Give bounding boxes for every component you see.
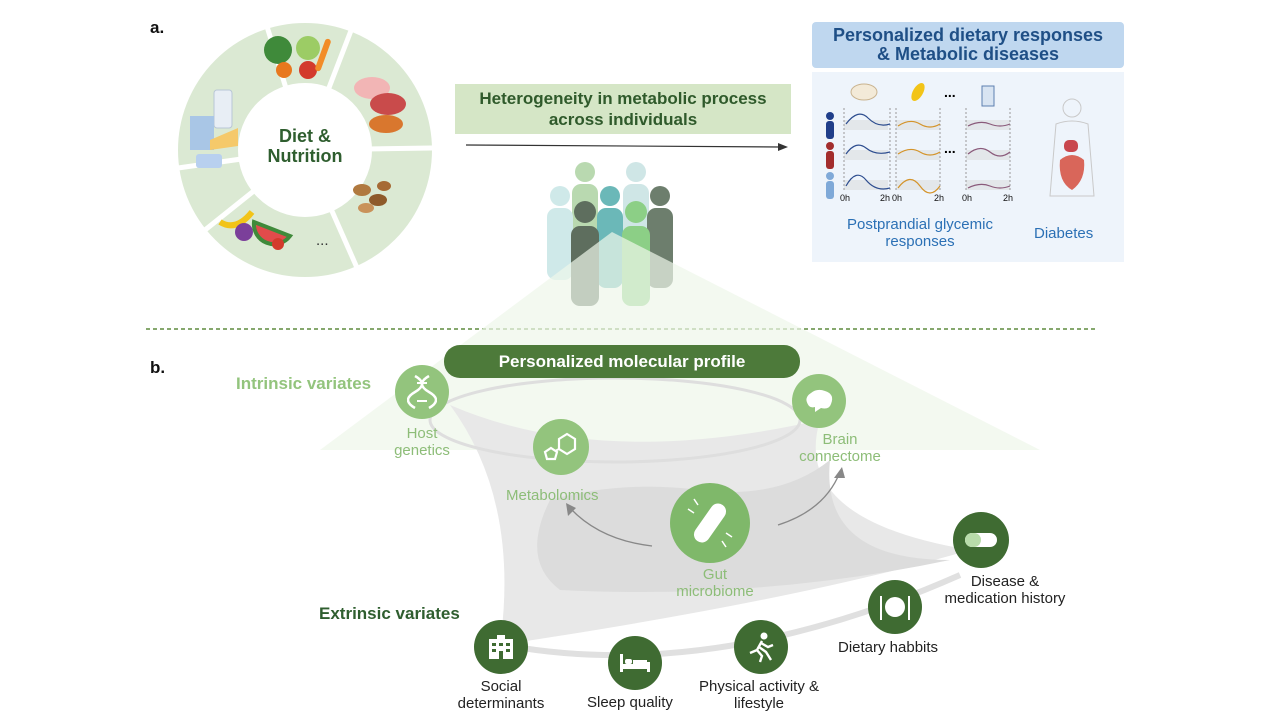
plate-icon: [868, 580, 922, 634]
diet-nutrition-title: Diet & Nutrition: [245, 126, 365, 166]
glycemic-curves: [843, 82, 1011, 194]
disease-medication-label: Disease & medication history: [930, 573, 1080, 607]
disease-line1: Disease &: [970, 573, 1040, 590]
host-line2: genetics: [394, 442, 450, 459]
social-line1: Social: [480, 678, 522, 695]
body-organ-icon: [1049, 98, 1095, 197]
panel-a-label: a.: [150, 18, 165, 37]
axis-0h-3: 0h: [962, 193, 973, 203]
fruits-icon: [218, 210, 294, 250]
host-genetics-label: Host genetics: [372, 425, 472, 459]
dairy-icon: [190, 89, 238, 168]
gut-line2: microbiome: [676, 583, 754, 600]
heterogeneity-line1: Heterogeneity in metabolic process: [479, 89, 767, 108]
brain-line1: Brain: [822, 431, 858, 448]
axis-2h-1: 2h: [880, 193, 891, 203]
personalized-responses-header: Personalized dietary responses & Metabol…: [812, 22, 1124, 68]
nuts-icon: [353, 181, 391, 213]
brain-connectome-label: Brain connectome: [780, 431, 900, 465]
brain-icon: [792, 374, 846, 428]
extrinsic-heading: Extrinsic variates: [319, 604, 460, 623]
runner-icon: [734, 620, 788, 674]
dietary-habbits-label: Dietary habbits: [838, 639, 939, 656]
personalized-line2: & Metabolic diseases: [876, 44, 1060, 64]
light-cone: [320, 232, 1040, 450]
metabolomics-icon: [533, 419, 589, 475]
personalized-line1: Personalized dietary responses: [832, 25, 1104, 45]
axis-0h-2: 0h: [892, 193, 903, 203]
diet-line2: Nutrition: [267, 146, 343, 166]
diabetes-label: Diabetes: [1034, 225, 1094, 242]
diet-ellipsis: ...: [316, 232, 329, 249]
ppgr-line2: responses: [885, 233, 955, 250]
heterogeneity-line2: across individuals: [548, 110, 698, 129]
host-line1: Host: [406, 425, 438, 442]
food-ellipsis: ...: [944, 84, 956, 100]
hospital-icon: [474, 620, 528, 674]
molecular-profile-bar: Personalized molecular profile: [444, 345, 800, 378]
axis-2h-3: 2h: [1003, 193, 1014, 203]
brain-line2: connectome: [799, 448, 881, 465]
pill-icon: [953, 512, 1009, 568]
ppgr-label: Postprandial glycemic responses: [828, 216, 1012, 250]
panel-b-label: b.: [150, 358, 166, 377]
diet-line1: Diet &: [278, 126, 331, 146]
person-icons: [826, 112, 834, 199]
metabolomics-label: Metabolomics: [506, 487, 599, 504]
flow-arrow: [465, 143, 788, 151]
gut-microbiome-label: Gut microbiome: [660, 566, 770, 600]
physical-activity-label: Physical activity & lifestyle: [684, 678, 834, 712]
physical-line1: Physical activity &: [698, 678, 820, 695]
heterogeneity-box: Heterogeneity in metabolic process acros…: [455, 84, 791, 134]
curved-arrows: [569, 471, 841, 547]
physical-line2: lifestyle: [733, 695, 785, 712]
intrinsic-heading: Intrinsic variates: [236, 374, 372, 393]
vegetables-icon: [264, 36, 331, 79]
sleep-quality-label: Sleep quality: [587, 694, 673, 711]
gut-line1: Gut: [702, 566, 728, 583]
social-line2: determinants: [457, 695, 545, 712]
axis-0h-1: 0h: [840, 193, 851, 203]
social-determinants-label: Social determinants: [440, 678, 562, 712]
curve-ellipsis: ...: [944, 140, 956, 156]
axis-2h-2: 2h: [934, 193, 945, 203]
disease-line2: medication history: [944, 590, 1066, 607]
ppgr-line1: Postprandial glycemic: [847, 216, 993, 233]
dna-icon: [395, 365, 449, 419]
bed-icon: [608, 636, 662, 690]
bacteria-icon: [670, 483, 750, 563]
meat-icon: [354, 77, 406, 133]
